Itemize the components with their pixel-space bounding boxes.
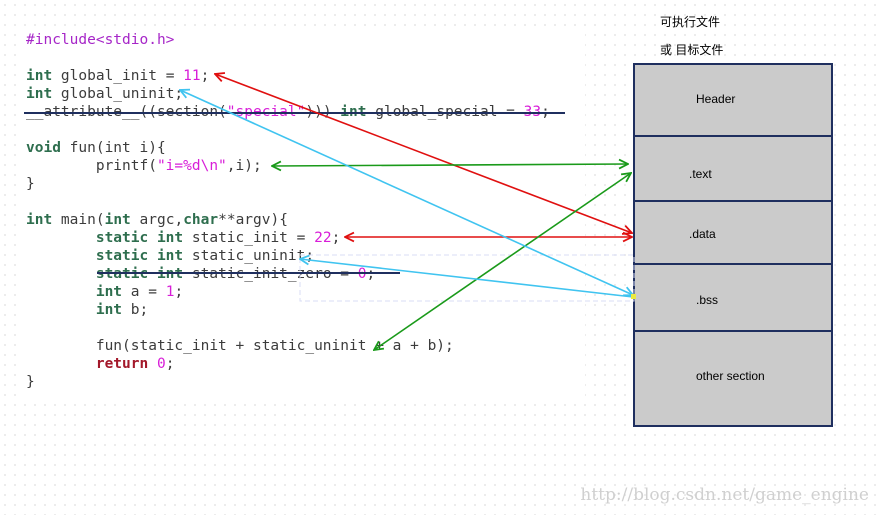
code-token: int: [26, 68, 53, 84]
code-token: }: [26, 374, 35, 390]
section-label: .bss: [696, 293, 719, 307]
code-token: argc,: [130, 212, 184, 228]
code-token: global_uninit;: [52, 86, 184, 102]
arrow-static-uninit-to-bss: [300, 259, 634, 298]
code-token: int: [26, 212, 53, 228]
code-line: }: [26, 175, 35, 193]
code-token: a =: [122, 284, 166, 300]
code-token: static int: [95, 248, 184, 264]
code-token: 0: [156, 356, 166, 372]
code-line: return 0;: [26, 355, 175, 373]
code-token: main(: [52, 212, 105, 228]
code-token: ;: [165, 356, 175, 372]
section-bss: .bss: [635, 265, 831, 332]
code-token: return: [95, 356, 149, 372]
arrow-global-uninit-to-bss: [180, 90, 633, 295]
section-label: .data: [689, 227, 716, 241]
section-label: other section: [696, 369, 765, 383]
arrow-printf-to-text: [272, 164, 628, 166]
code-token: int: [95, 302, 123, 318]
code-token: int: [95, 284, 123, 300]
watermark: http://blog.csdn.net/game_engine: [580, 485, 869, 505]
arrow-fun-call-to-text: [374, 173, 631, 350]
code-line: int b;: [26, 301, 148, 319]
code-line: int global_init = 11;: [26, 67, 209, 85]
code-line: int global_uninit;: [26, 85, 183, 103]
code-line: #include<stdio.h>: [26, 31, 174, 49]
code-line: void fun(int i){: [26, 139, 166, 157]
code-token: 11: [183, 68, 201, 84]
arrow-global-init-to-data: [215, 74, 632, 233]
code-token: int: [104, 212, 131, 228]
section-data: .data: [635, 202, 831, 265]
code-token: void: [26, 140, 61, 156]
section-label: Header: [696, 92, 736, 106]
bss-anchor-point: [631, 294, 636, 299]
section-header: Header: [635, 65, 831, 137]
code-token: b;: [122, 302, 149, 318]
section-text: .text: [635, 137, 831, 202]
code-token: printf(: [26, 158, 157, 174]
title-executable: 可执行文件: [660, 15, 721, 29]
code-token: fun(int i){: [60, 140, 166, 156]
code-token: #include<stdio.h>: [26, 32, 175, 48]
code-token: ;: [200, 68, 210, 84]
code-token: static int: [95, 230, 184, 246]
code-token: int: [26, 86, 53, 102]
object-file-layout: Header .text .data .bss other section: [633, 63, 833, 427]
title-object-file: 或 目标文件: [660, 43, 724, 57]
code-token: global_init =: [52, 68, 184, 84]
code-token: }: [26, 176, 35, 192]
code-token: 1: [165, 284, 175, 300]
section-label: .text: [689, 167, 712, 181]
section-other: other section: [635, 332, 831, 425]
code-line: }: [26, 373, 35, 391]
